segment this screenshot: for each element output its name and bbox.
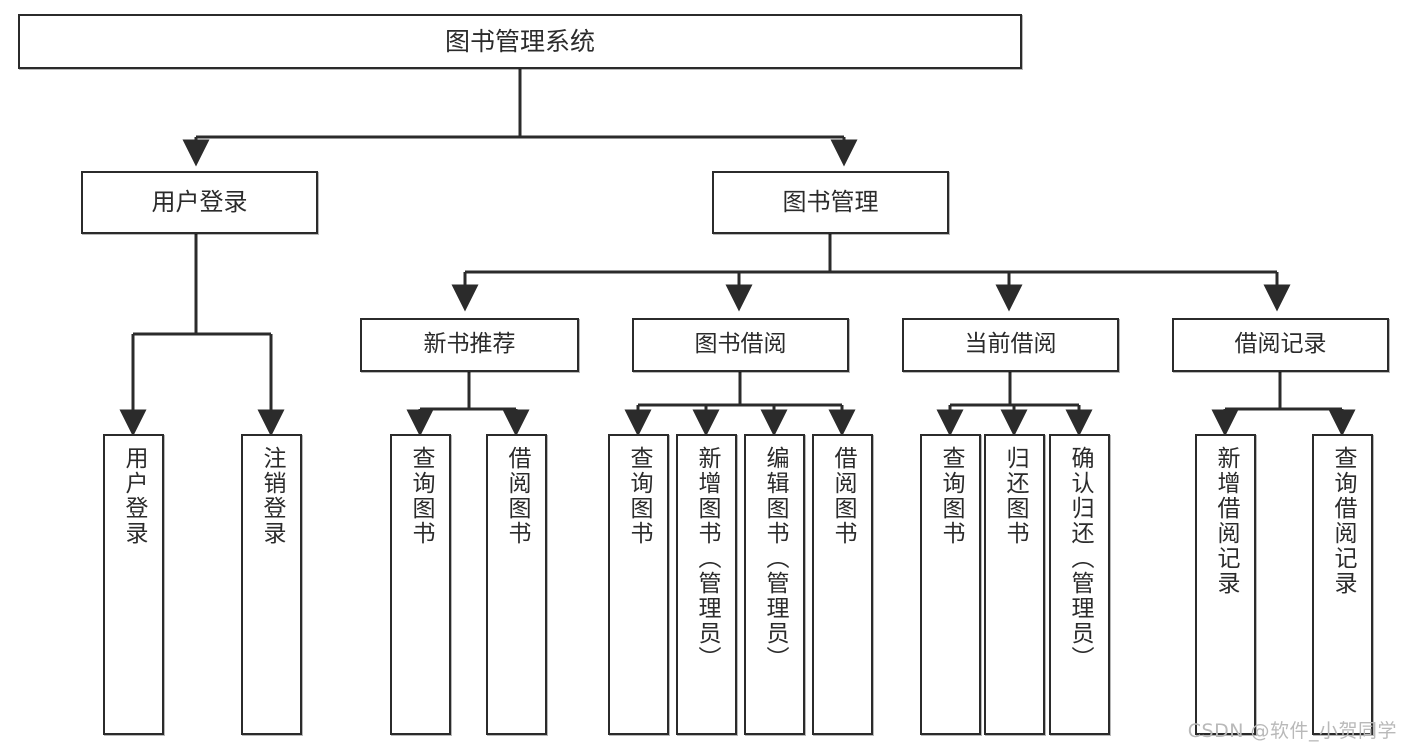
node-label: 注销登录	[259, 446, 285, 546]
node-label: 归还图书	[1002, 446, 1028, 546]
watermark-text: CSDN @软件_小贺同学	[1187, 720, 1397, 742]
node-label: 新书推荐	[423, 331, 516, 358]
leaf-edit-book-admin[interactable]: 编辑图书（管理员）	[744, 434, 805, 735]
node-label: 查询图书	[626, 446, 652, 546]
leaf-add-borrow-record[interactable]: 新增借阅记录	[1195, 434, 1256, 735]
leaf-return-book[interactable]: 归还图书	[984, 434, 1045, 735]
leaf-add-book-admin[interactable]: 新增图书（管理员）	[676, 434, 737, 735]
node-label: 用户登录	[121, 446, 147, 546]
node-book-management[interactable]: 图书管理	[712, 171, 949, 234]
node-borrow-record[interactable]: 借阅记录	[1172, 318, 1389, 372]
node-label: 借阅图书	[504, 446, 530, 546]
leaf-query-borrow-record[interactable]: 查询借阅记录	[1312, 434, 1373, 735]
leaf-borrow-book-recommend[interactable]: 借阅图书	[486, 434, 547, 735]
node-label: 用户登录	[151, 188, 248, 217]
leaf-borrow-book[interactable]: 借阅图书	[812, 434, 873, 735]
leaf-logout[interactable]: 注销登录	[241, 434, 302, 735]
leaf-query-book-current[interactable]: 查询图书	[920, 434, 981, 735]
node-book-borrow[interactable]: 图书借阅	[632, 318, 849, 372]
node-label: 查询图书	[408, 446, 434, 546]
node-label: 当前借阅	[964, 331, 1057, 358]
node-label: 图书借阅	[694, 331, 787, 358]
node-label: 新增图书（管理员）	[694, 446, 720, 671]
node-new-book-recommend[interactable]: 新书推荐	[360, 318, 579, 372]
leaf-user-login[interactable]: 用户登录	[103, 434, 164, 735]
node-current-borrow[interactable]: 当前借阅	[902, 318, 1119, 372]
node-label: 图书管理	[782, 188, 879, 217]
node-label: 查询借阅记录	[1330, 446, 1356, 596]
node-label: 编辑图书（管理员）	[762, 446, 788, 671]
leaf-query-book-recommend[interactable]: 查询图书	[390, 434, 451, 735]
node-root-book-management-system[interactable]: 图书管理系统	[18, 14, 1022, 69]
node-label: 确认归还（管理员）	[1067, 446, 1093, 671]
leaf-confirm-return-admin[interactable]: 确认归还（管理员）	[1049, 434, 1110, 735]
leaf-query-book-borrow[interactable]: 查询图书	[608, 434, 669, 735]
node-label: 查询图书	[938, 446, 964, 546]
node-label: 新增借阅记录	[1213, 446, 1239, 596]
node-label: 借阅图书	[830, 446, 856, 546]
node-label: 借阅记录	[1234, 331, 1327, 358]
node-label: 图书管理系统	[444, 26, 595, 56]
node-user-login[interactable]: 用户登录	[81, 171, 318, 234]
